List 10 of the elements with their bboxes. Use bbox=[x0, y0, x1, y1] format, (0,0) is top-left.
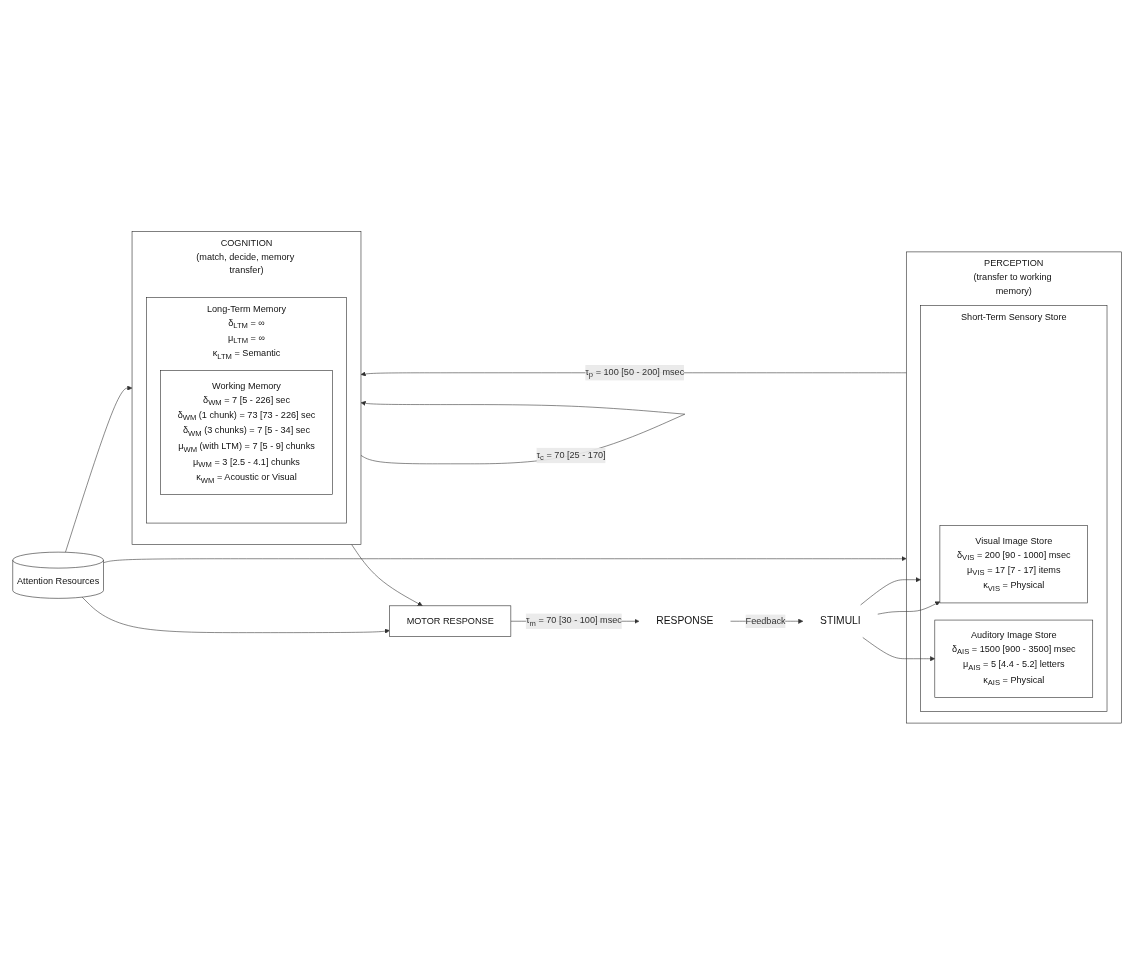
node-box: Visual Image Store δ$_{VIS}$ = 200 [90 - 1000] msec μ$_{VIS}$ = 17 [7 - 17] items κ$_{VIS}$ = Physical bbox=[939, 524, 1088, 603]
edge-label: τ$_{m}$ = 70 [30 - 100] msec bbox=[525, 614, 622, 627]
edge-label: τ$_{c}$ = 70 [25 - 170] bbox=[535, 449, 606, 462]
edge-label: Feedback bbox=[745, 615, 786, 626]
node-text: RESPONSE bbox=[655, 614, 713, 627]
edge-label: τ$_{p}$ = 100 [50 - 200] msec bbox=[584, 366, 684, 379]
node-box: MOTOR RESPONSE bbox=[388, 605, 511, 637]
node-box: Auditory Image Store δ$_{AIS}$ = 1500 [900 - 3500] msec μ$_{AIS}$ = 5 [4.4 - 5.2] letters κ$_{AIS}$ = Physical bbox=[934, 619, 1093, 698]
node-text: STIMULI bbox=[819, 614, 861, 627]
node-box: Working Memory δ$_{WM}$ = 7 [5 - 226] sec δ$_{WM}$ (1 chunk) = 73 [73 - 226] sec δ$_{WM}$ (3 chunks) = 7 [5 - 34] sec μ$_{WM}$ (with LTM) = 7 [5 - 9] chunks μ$_{WM}$ = 3 [2.5 - 4.1] chunks κ$_{WM}$ = Acoustic or Visual bbox=[159, 370, 333, 495]
